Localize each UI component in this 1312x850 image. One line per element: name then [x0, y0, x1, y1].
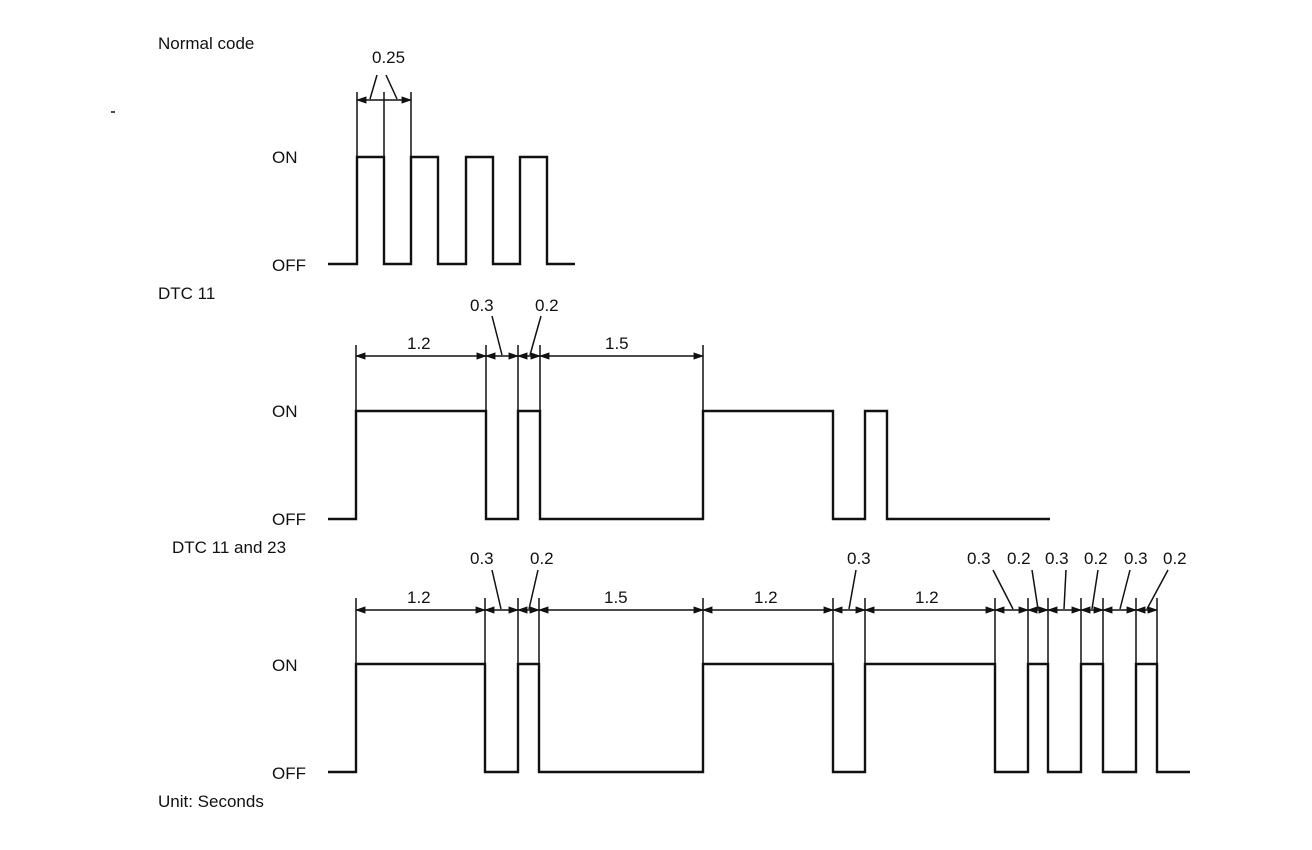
dtc-23-dim-1-2-b: 1.2 [754, 588, 778, 607]
dtc-23-dim-0-3-e: 0.3 [1124, 549, 1148, 568]
dtc-11-section: DTC 11 ON OFF 1.2 0.3 0.2 1.5 [158, 284, 1050, 529]
dtc-11-and-23-off-label: OFF [272, 764, 306, 783]
dtc-11-and-23-section: DTC 11 and 23 ON OFF 1.2 0.3 0.2 1.5 [172, 538, 1190, 783]
dtc-23-dim-0-3-c: 0.3 [967, 549, 991, 568]
dtc-11-and-23-on-label: ON [272, 656, 298, 675]
dtc-11-and-23-waveform [328, 662, 1190, 774]
dtc-11-dim-0-2: 0.2 [535, 296, 559, 315]
dtc-11-and-23-title: DTC 11 and 23 [172, 538, 286, 557]
dtc-23-dim-0-3-d: 0.3 [1045, 549, 1069, 568]
dtc-23-dim-0-2-a: 0.2 [530, 549, 554, 568]
dtc-23-dim-1-2-c: 1.2 [915, 588, 939, 607]
normal-code-waveform [328, 155, 575, 266]
dtc-23-dim-1-5: 1.5 [604, 588, 628, 607]
normal-dim-0-25: 0.25 [355, 48, 413, 157]
normal-code-title: Normal code [158, 34, 254, 53]
dtc-23-dim-0-3-a: 0.3 [470, 549, 494, 568]
dtc-11-on-label: ON [272, 402, 298, 421]
unit-note: Unit: Seconds [158, 792, 264, 811]
dtc-11-dim-1-2: 1.2 [407, 334, 431, 353]
normal-code-section: Normal code ON OFF 0.25 [158, 34, 575, 275]
dtc-23-dim-0-2-b: 0.2 [1007, 549, 1031, 568]
dtc-11-dim-0-3: 0.3 [470, 296, 494, 315]
dtc-11-dim-1-5: 1.5 [605, 334, 629, 353]
dtc-23-dim-0-2-c: 0.2 [1084, 549, 1108, 568]
dtc-23-dim-1-2-a: 1.2 [407, 588, 431, 607]
dtc-23-dim-0-3-b: 0.3 [847, 549, 871, 568]
dtc-23-dim-0-2-d: 0.2 [1163, 549, 1187, 568]
normal-dim-label-0-25: 0.25 [372, 48, 405, 67]
dtc-11-waveform [328, 409, 1050, 521]
dtc-11-title: DTC 11 [158, 284, 215, 303]
normal-on-label: ON [272, 148, 298, 167]
normal-off-label: OFF [272, 256, 306, 275]
dtc-11-off-label: OFF [272, 510, 306, 529]
